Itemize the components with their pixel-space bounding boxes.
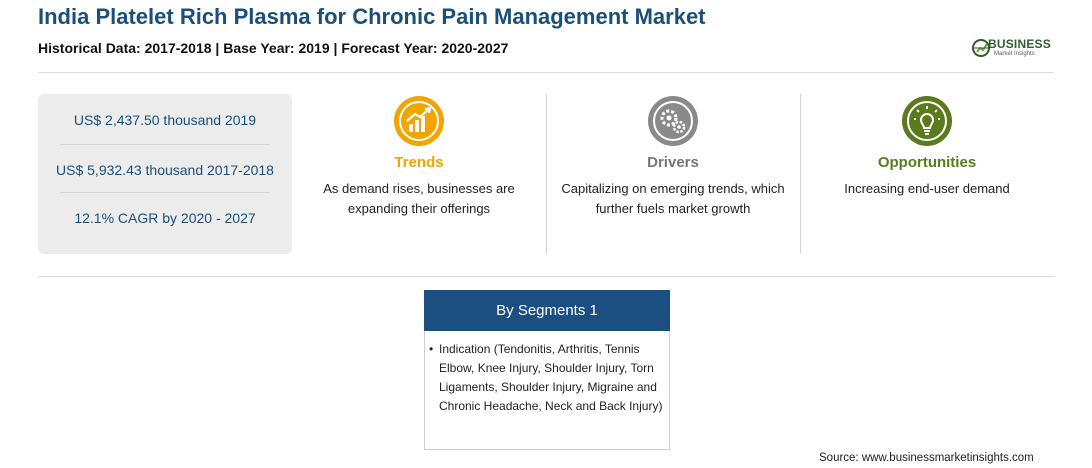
stat-divider — [60, 192, 270, 193]
header-divider — [38, 72, 1054, 73]
bullet-icon: • — [429, 342, 434, 356]
logo-wordmark: BUSINESS — [988, 37, 1051, 51]
drivers-heading: Drivers — [647, 154, 699, 171]
segments-heading: By Segments 1 — [424, 290, 670, 331]
opportunities-column: Opportunities Increasing end-user demand — [800, 94, 1054, 199]
opportunities-heading: Opportunities — [877, 154, 977, 171]
stat-cagr: 12.1% CAGR by 2020 - 2027 — [74, 210, 256, 226]
stats-panel: US$ 2,437.50 thousand 2019 US$ 5,932.43 … — [38, 94, 292, 254]
lightbulb-icon — [902, 96, 952, 146]
drivers-column: Drivers Capitalizing on emerging trends,… — [546, 94, 800, 219]
trend-chart-icon — [394, 96, 444, 146]
page-subtitle: Historical Data: 2017-2018 | Base Year: … — [38, 40, 509, 56]
trends-heading: Trends — [394, 154, 444, 171]
column-separator — [800, 94, 801, 254]
trends-text: As demand rises, businesses are expandin… — [323, 181, 515, 216]
stat-market-size-historical: US$ 5,932.43 thousand 2017-2018 — [56, 162, 274, 178]
company-logo: BUSINESS Market Insights — [972, 36, 1062, 62]
stat-market-size-2019: US$ 2,437.50 thousand 2019 — [73, 112, 257, 128]
segment-item: • Indication (Tendonitis, Arthritis, Ten… — [429, 340, 671, 416]
source-note: Source: www.businessmarketinsights.com — [819, 452, 1034, 464]
logo-globe-icon — [972, 39, 990, 57]
segments-box: By Segments 1 • Indication (Tendonitis, … — [424, 290, 670, 450]
trends-column: Trends As demand rises, businesses are e… — [292, 94, 546, 219]
stat-divider — [60, 144, 270, 145]
gears-icon — [648, 96, 698, 146]
logo-tagline: Market Insights — [994, 51, 1035, 57]
page-title: India Platelet Rich Plasma for Chronic P… — [38, 4, 706, 29]
opportunities-text: Increasing end-user demand — [844, 181, 1010, 196]
segment-item-text: Indication (Tendonitis, Arthritis, Tenni… — [439, 342, 663, 413]
column-separator — [546, 94, 547, 254]
drivers-text: Capitalizing on emerging trends, which f… — [561, 181, 785, 216]
section-divider — [38, 276, 1054, 277]
